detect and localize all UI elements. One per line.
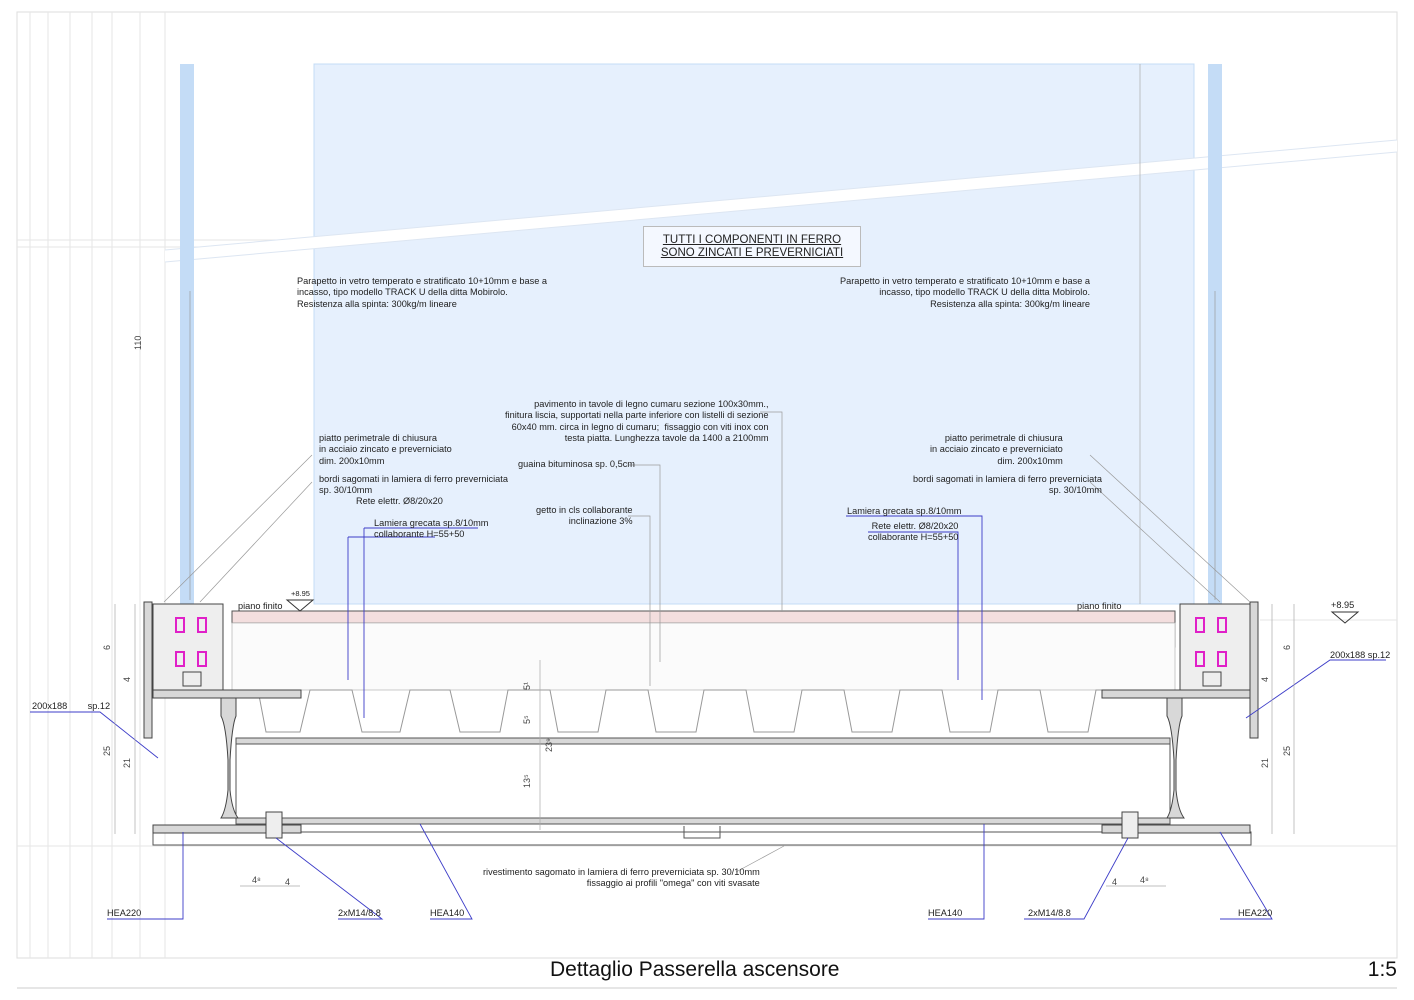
hea140-bottom-flange	[235, 817, 1171, 825]
omega-profile	[683, 826, 721, 839]
mesh-note-right: Rete elettr. Ø8/20x20 collaborante H=55+…	[868, 521, 959, 543]
hea140-top-flange	[235, 737, 1171, 745]
dim-right-21: 21	[1260, 757, 1270, 768]
ribbed-deck	[232, 689, 1175, 733]
parapet-note-right: Parapetto in vetro temperato e stratific…	[840, 276, 1090, 309]
dimension-lines	[114, 64, 1295, 887]
dim-mid-13: 13⁵	[522, 774, 532, 788]
dim-left-25: 25	[102, 745, 112, 756]
plate-note-right: piatto perimetrale di chiusura in acciai…	[930, 433, 1063, 466]
edges-note-right: bordi sagomati in lamiera di ferro preve…	[913, 474, 1102, 496]
hea220-right	[1101, 601, 1259, 834]
dim-right-4: 4	[1260, 676, 1270, 682]
plate-note-left: piatto perimetrale di chiusura in acciai…	[319, 433, 452, 466]
dim-left-6: 6	[102, 644, 112, 650]
edges-note-left: bordi sagomati in lamiera di ferro preve…	[319, 474, 508, 496]
fixings	[175, 617, 1227, 667]
leader-lines	[30, 515, 1386, 920]
parapet-note-left: Parapetto in vetro temperato e stratific…	[297, 276, 547, 309]
bottom-cladding	[152, 831, 1252, 846]
drawing-title: Dettaglio Passerella ascensore	[550, 958, 840, 981]
hea220-label-left: HEA220	[107, 908, 142, 918]
dim-mid-23: 23⁹	[544, 738, 554, 752]
finished-floor-left: piano finito	[238, 601, 283, 611]
wood-floor	[231, 610, 1176, 624]
deck-note-right: Lamiera grecata sp.8/10mm	[847, 506, 962, 516]
finished-floor-right: piano finito	[1077, 601, 1122, 611]
hea220-left	[143, 601, 302, 834]
plate-size-left: 200x188 sp.12	[32, 701, 111, 711]
banner-line-2: SONO ZINCATI E PREVERNICIATI	[660, 247, 844, 259]
hea140-label-left: HEA140	[430, 908, 465, 918]
dim-mid-5a: 5¹	[522, 681, 532, 690]
break-line	[165, 140, 1397, 262]
level-label-right: +8.95	[1331, 600, 1355, 610]
grey-leaders	[163, 291, 1251, 873]
concrete-note: getto in cls collaborante inclinazione 3…	[536, 505, 633, 527]
dim-left-21: 21	[122, 757, 132, 768]
dim-mid-5b: 5⁵	[522, 715, 532, 724]
deck-note-left: Lamiera grecata sp.8/10mm collaborante H…	[374, 518, 489, 540]
level-marker-left	[285, 599, 315, 612]
membrane-note: guaina bituminosa sp. 0,5cm	[518, 459, 635, 469]
dim-bot-right-4: 4	[1112, 877, 1118, 887]
galvanized-note-banner: TUTTI I COMPONENTI IN FERRO SONO ZINCATI…	[643, 226, 861, 267]
dim-bot-right-48: 4⁸	[1140, 875, 1149, 885]
glass-post-left	[180, 64, 194, 684]
hea220-label-right: HEA220	[1238, 908, 1273, 918]
dim-110: 110	[133, 336, 143, 350]
glass-panel	[313, 63, 1195, 605]
dim-bot-left-4: 4	[285, 877, 291, 887]
dim-110-text: 110	[133, 335, 143, 350]
bolts-label-right: 2xM14/8.8	[1028, 908, 1071, 918]
dim-right-25: 25	[1282, 745, 1292, 756]
bolts-label-left: 2xM14/8.8	[338, 908, 381, 918]
flooring-note: pavimento in tavole di legno cumaru sezi…	[505, 399, 769, 444]
concrete-slab	[231, 622, 1176, 691]
level-label-left: +8.95	[291, 589, 310, 598]
mesh-note-left: Rete elettr. Ø8/20x20	[356, 496, 443, 506]
level-marker-right	[1330, 611, 1360, 624]
sheet-frame	[16, 11, 1398, 959]
plate-size-right: 200x188 sp.12	[1330, 650, 1391, 660]
bolts	[182, 671, 1222, 839]
dim-right-6: 6	[1282, 644, 1292, 650]
cladding-note: rivestimento sagomato in lamiera di ferr…	[483, 867, 760, 889]
banner-line-1: TUTTI I COMPONENTI IN FERRO	[662, 234, 842, 246]
dim-left-4: 4	[122, 676, 132, 682]
dim-bot-left-48: 4⁸	[252, 875, 261, 885]
hea140-label-right: HEA140	[928, 908, 963, 918]
drawing-scale: 1:5	[1367, 958, 1397, 981]
